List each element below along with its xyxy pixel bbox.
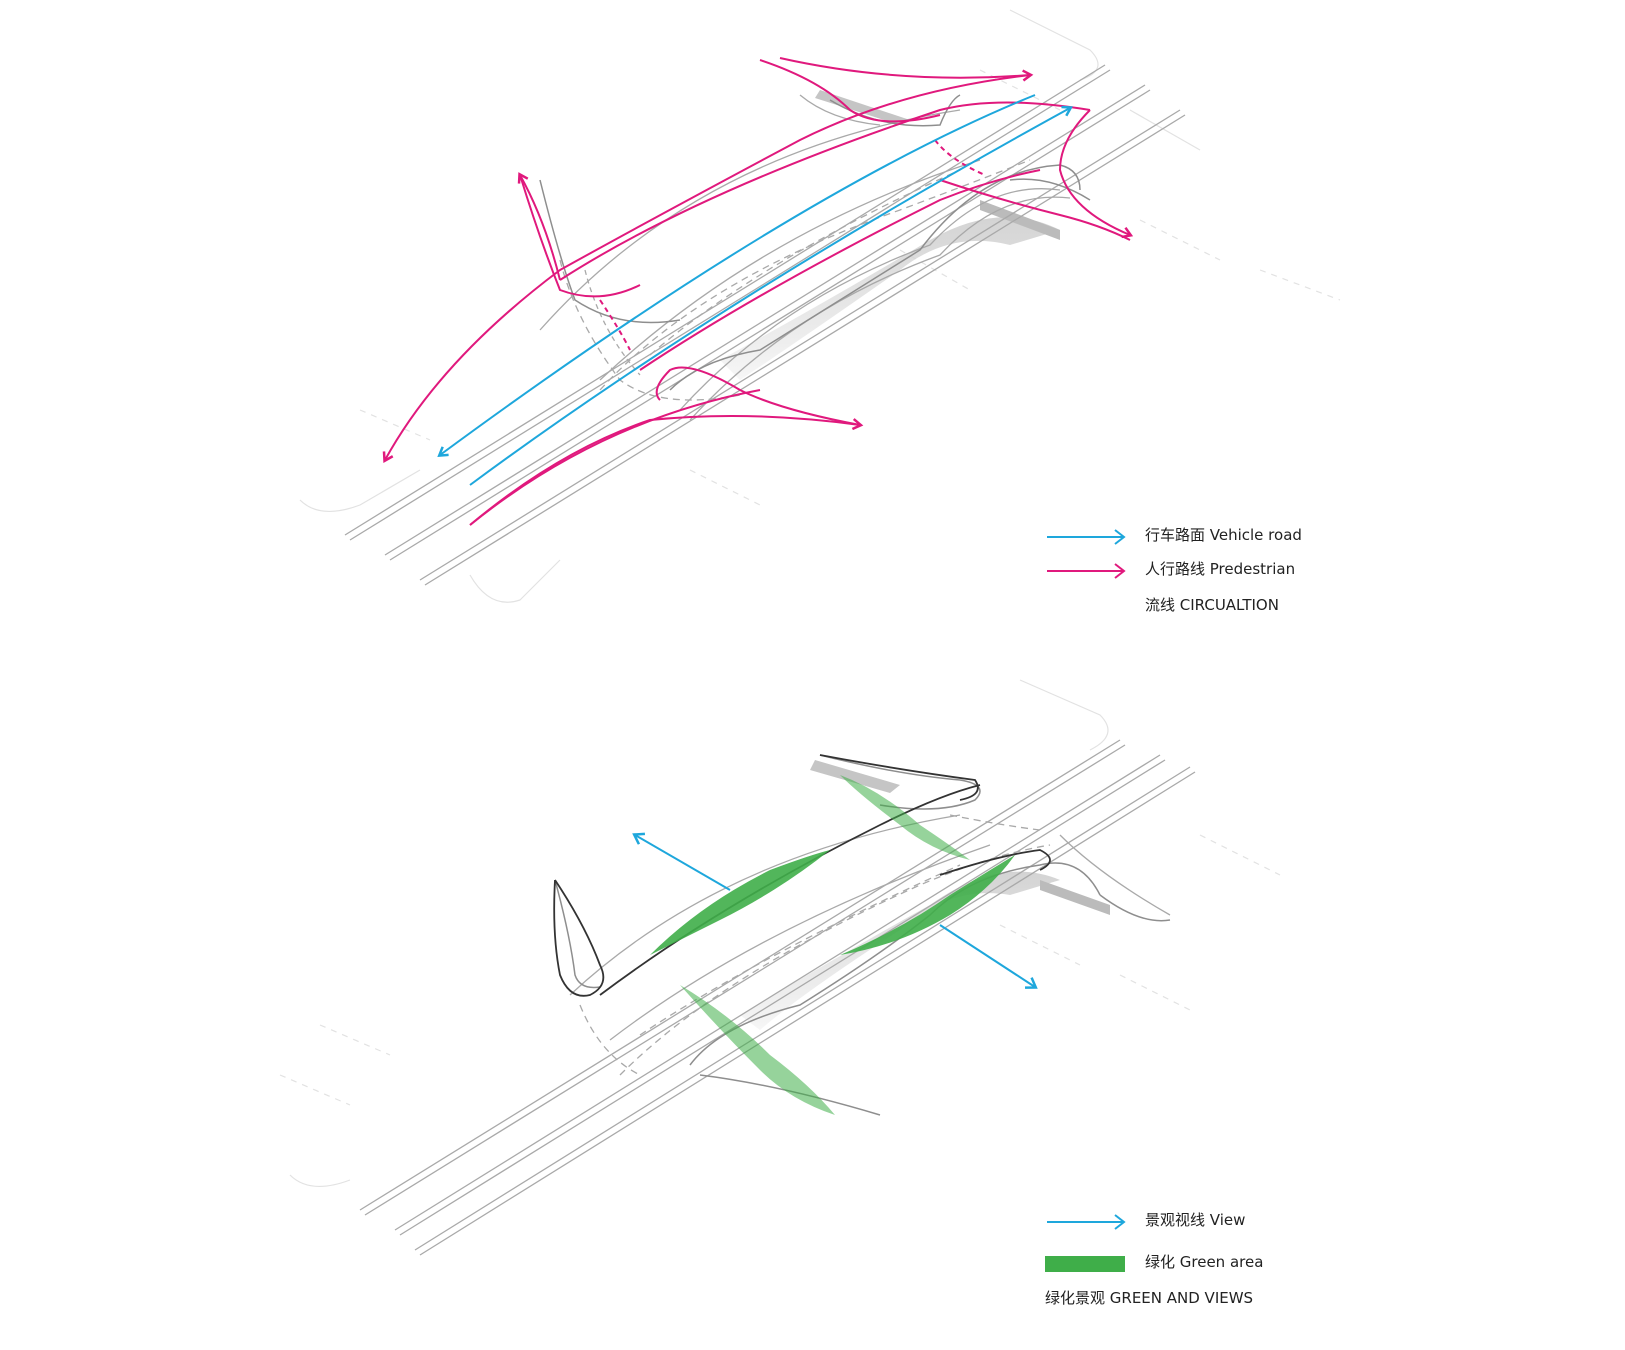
legend-label-green-area: 绿化 Green area bbox=[1145, 1253, 1264, 1271]
blue-arrow-icon bbox=[1047, 1214, 1126, 1230]
green-area-south-slope bbox=[680, 985, 835, 1115]
pedestrian-route-east-branch bbox=[939, 179, 1131, 241]
vehicle-routes bbox=[440, 94, 1070, 486]
pedestrian-route-crossing-2 bbox=[934, 139, 986, 176]
vehicle-route-sw bbox=[440, 94, 1036, 455]
legend-label-vehicle-road: 行车路面 Vehicle road bbox=[1145, 526, 1302, 544]
pedestrian-route-west-lobe bbox=[519, 174, 641, 298]
vehicle-route-ne bbox=[469, 108, 1070, 486]
pink-arrow-icon bbox=[1047, 563, 1126, 579]
structure-shadow-2 bbox=[740, 760, 1110, 1030]
pedestrian-route-lower-sw bbox=[469, 389, 761, 526]
pedestrian-route-nw-arrow bbox=[520, 175, 561, 281]
circulation-drawing bbox=[299, 9, 1341, 603]
road-deck bbox=[344, 64, 1186, 586]
pedestrian-route-ne-upper bbox=[779, 57, 1030, 78]
pedestrian-route-south bbox=[469, 415, 860, 526]
green-area-north-slope bbox=[840, 775, 970, 860]
view-lines bbox=[635, 835, 1035, 987]
blue-arrow-icon bbox=[1047, 529, 1126, 545]
road-deck-2 bbox=[359, 739, 1196, 1256]
pedestrian-route-upper-arc bbox=[559, 101, 1091, 281]
pedestrian-route-lower-lobe bbox=[655, 366, 861, 426]
green-areas bbox=[650, 775, 1015, 1115]
green-swatch-icon bbox=[1045, 1256, 1125, 1272]
legend-caption-circulation: 流线 CIRCUALTION bbox=[1145, 596, 1279, 614]
green-views-drawing bbox=[279, 679, 1281, 1256]
green-views-diagram: 景观视线 View 绿化 Green area 绿化景观 GREEN AND V… bbox=[0, 675, 1625, 1350]
circulation-diagram: 行车路面 Vehicle road 人行路线 Predestrian 流线 CI… bbox=[299, 9, 1341, 614]
view-line-northwest bbox=[635, 835, 731, 891]
pedestrian-routes bbox=[385, 57, 1131, 526]
ground-context-2 bbox=[279, 679, 1281, 1188]
deck-edge-outlines bbox=[553, 754, 1051, 997]
bridge-structure-2 bbox=[554, 754, 1171, 1116]
pedestrian-route-deck-edge bbox=[639, 169, 1041, 371]
pedestrian-route-main-sw bbox=[385, 74, 1031, 460]
green-area-north-deck bbox=[650, 850, 830, 955]
view-line-southeast bbox=[939, 924, 1035, 987]
pedestrian-route-east bbox=[1058, 109, 1130, 235]
legend-label-view: 景观视线 View bbox=[1145, 1211, 1246, 1229]
pedestrian-route-crossing-1 bbox=[599, 299, 631, 351]
pedestrian-route-upper-lobe bbox=[759, 59, 941, 123]
legend-caption-green-views: 绿化景观 GREEN AND VIEWS bbox=[1045, 1289, 1254, 1307]
legend-label-pedestrian: 人行路线 Predestrian bbox=[1145, 560, 1296, 578]
structure-shadow bbox=[720, 90, 1060, 380]
